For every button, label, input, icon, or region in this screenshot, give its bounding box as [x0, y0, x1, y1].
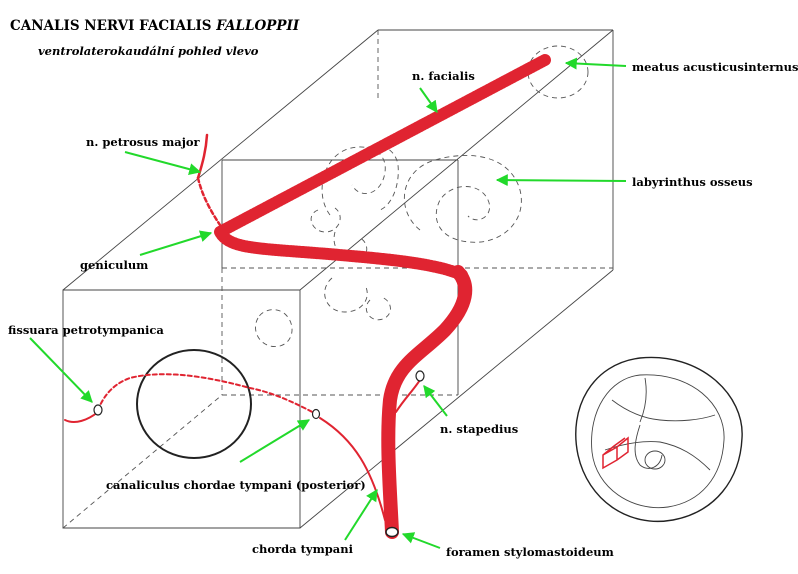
hidden-edge-bottom-left	[62, 394, 223, 529]
skull-base-inset	[575, 356, 743, 522]
diagram-title: CANALIS NERVI FACIALIS FALLOPPII	[10, 18, 300, 34]
diagram-subtitle: ventrolaterokaudální pohled vlevo	[38, 44, 259, 58]
arrow-geniculum	[139, 230, 213, 256]
label-chorda: chorda tympani	[252, 542, 354, 556]
chorda-tympani-hidden	[97, 373, 319, 416]
label-labyrinthus: labyrinthus osseus	[632, 175, 753, 189]
chorda-tympani-nerve	[319, 417, 386, 521]
petrous-block	[62, 29, 614, 529]
label-fissura: fissuara petrotympanica	[8, 323, 164, 337]
facialis-mastoid-segment	[381, 265, 473, 539]
arrow-stapedius	[423, 385, 448, 417]
arrow-meatus	[564, 57, 627, 70]
arrow-canaliculus	[239, 419, 311, 463]
arrow-petrosus	[124, 151, 202, 176]
label-geniculum: geniculum	[80, 258, 148, 272]
facial-nerve	[64, 54, 551, 539]
semicircular-canal-outline-3	[310, 207, 341, 233]
label-stapedius: n. stapedius	[440, 422, 518, 436]
skull-outline	[575, 356, 743, 522]
block-edge-bottom-right	[299, 269, 614, 529]
label-foramen: foramen stylomastoideum	[446, 545, 614, 559]
arrow-foramen	[401, 532, 441, 549]
label-facialis: n. facialis	[412, 69, 475, 83]
labels: n. facialis meatus acusticusinternus n. …	[8, 60, 798, 559]
fissura-petrotympanica-hole	[93, 404, 103, 416]
cochlea-outline	[404, 155, 522, 243]
arrow-facialis	[419, 87, 438, 113]
block-location-marker	[602, 436, 629, 470]
arrow-labyrinthus	[495, 174, 627, 187]
tympanic-ring	[136, 349, 252, 459]
canaliculus-hole	[311, 408, 321, 420]
foramen-magnum	[644, 450, 666, 470]
label-canaliculus: canaliculus chordae tympani (posterior)	[106, 478, 366, 492]
tympanic-outline	[255, 309, 293, 347]
meatus-outline	[527, 45, 589, 99]
label-petrosus: n. petrosus major	[86, 135, 201, 149]
middle-ear-outline-1	[324, 277, 368, 313]
facialis-labyrinthine-segment	[214, 54, 551, 238]
arrow-fissura	[29, 337, 93, 403]
arrow-chorda	[344, 488, 378, 541]
chorda-tympani-exit	[64, 411, 99, 423]
skull-fossae-lines	[604, 377, 716, 471]
stapedius-branch	[395, 379, 421, 413]
label-meatus: meatus acusticusinternus	[632, 60, 798, 74]
middle-ear-outline-2	[365, 296, 391, 321]
petrosus-major-hidden	[196, 176, 222, 227]
pointer-arrows	[29, 57, 627, 549]
semicircular-canal-outline-1	[321, 146, 386, 216]
skull-inner-outline	[591, 374, 725, 509]
facialis-tympanic-segment	[214, 226, 468, 281]
stapedius-foramen	[415, 370, 425, 382]
block-edge-top-left	[62, 29, 379, 291]
foramen-stylomastoideum-hole	[385, 526, 399, 538]
